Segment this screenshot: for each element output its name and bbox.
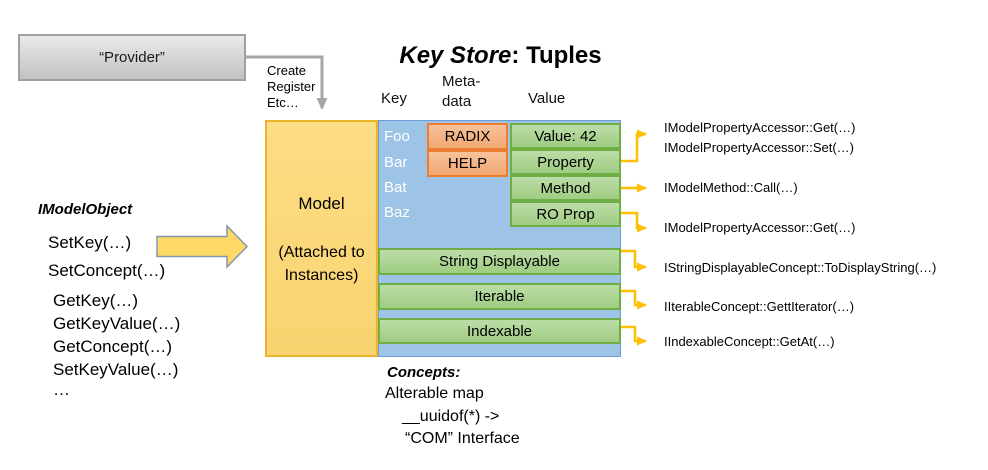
method-setconcept: SetConcept(…)	[48, 261, 166, 280]
annotation-roprop-get: IModelPropertyAccessor::Get(…)	[664, 220, 856, 235]
annotation-todisplaystring: IStringDisplayableConcept::ToDisplayStri…	[664, 260, 937, 275]
concept-bar-string-displayable: String Displayable	[378, 248, 621, 275]
method-getconcept: GetConcept(…)	[53, 337, 173, 356]
value-cell-property: Property	[510, 149, 621, 175]
annotation-getat: IIndexableConcept::GetAt(…)	[664, 334, 835, 349]
model-note: (Attached to Instances)	[278, 244, 365, 284]
left-panel-heading: IModelObject	[38, 201, 133, 218]
metadata-cell-radix: RADIX	[427, 123, 508, 150]
model-box	[265, 120, 378, 357]
model-label: Model	[298, 194, 345, 213]
column-header-value: Value	[528, 90, 566, 107]
concepts-heading: Concepts:	[387, 364, 461, 381]
concept-bar-iterable: Iterable	[378, 283, 621, 310]
method-setkeyvalue: SetKeyValue(…)	[53, 360, 179, 379]
annotation-property-set: IModelPropertyAccessor::Set(…)	[664, 140, 855, 155]
imodelobject-block-arrow	[156, 224, 249, 269]
method-getkey: GetKey(…)	[53, 291, 139, 310]
iterable-arrow	[620, 289, 647, 310]
property-arrow	[621, 129, 647, 163]
value-cell-method: Method	[510, 175, 621, 201]
concepts-line-alterable-map: Alterable map	[385, 385, 484, 402]
concepts-line-uuidof: __uuidof(*) ->	[402, 408, 500, 425]
value-cell-ro-prop: RO Prop	[510, 201, 621, 227]
provider-box: “Provider”	[18, 34, 246, 81]
page-title: Key Store: Tuples	[378, 42, 623, 70]
column-header-key: Key	[381, 90, 407, 107]
annotation-method-call: IModelMethod::Call(…)	[664, 180, 798, 195]
value-cell-value42: Value: 42	[510, 123, 621, 149]
string-displayable-arrow	[620, 249, 647, 272]
key-row-foo: Foo	[384, 128, 410, 145]
key-row-baz: Baz	[384, 204, 410, 221]
concept-bar-indexable: Indexable	[378, 318, 621, 344]
method-setkey: SetKey(…)	[48, 233, 132, 252]
connector-note: Create Register Etc…	[267, 63, 316, 110]
title-rest: : Tuples	[511, 42, 602, 69]
ro-prop-arrow	[621, 211, 647, 233]
concepts-line-com-interface: “COM” Interface	[405, 430, 520, 447]
metadata-cell-help: HELP	[427, 150, 508, 177]
method-getkeyvalue: GetKeyValue(…)	[53, 314, 181, 333]
method-ellipsis: …	[53, 380, 70, 399]
title-main: Key Store	[399, 42, 512, 69]
key-row-bat: Bat	[384, 179, 407, 196]
annotation-getiterator: IIterableConcept::GettIterator(…)	[664, 299, 855, 314]
provider-label: “Provider”	[99, 49, 165, 66]
column-header-metadata: Meta- data	[442, 73, 481, 110]
annotation-property-get: IModelPropertyAccessor::Get(…)	[664, 120, 856, 135]
indexable-arrow	[620, 325, 647, 346]
key-row-bar: Bar	[384, 154, 408, 171]
